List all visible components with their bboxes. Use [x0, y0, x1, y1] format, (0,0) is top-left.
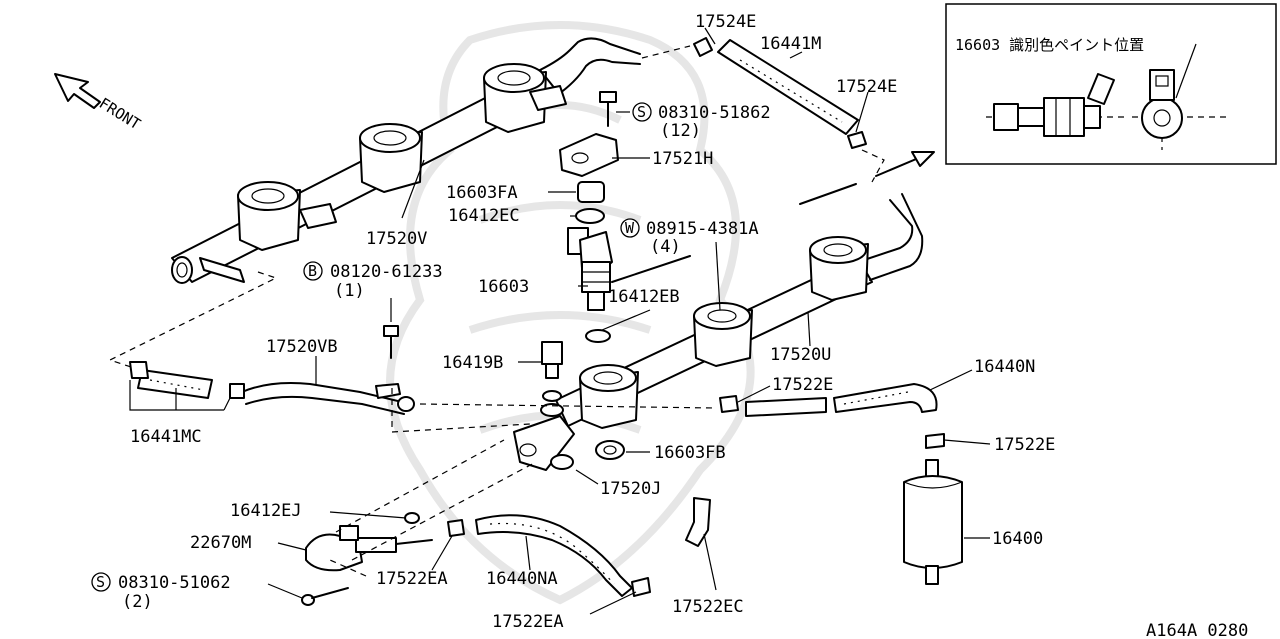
- label-16603fb: 16603FB: [654, 443, 726, 463]
- drawing-code: A164A 0280: [1146, 621, 1248, 639]
- label-17524e-right: 17524E: [836, 77, 897, 97]
- label-16419b: 16419B: [442, 353, 503, 373]
- label-17522ec: 17522EC: [672, 597, 744, 617]
- lower-rail-boss-2: [693, 302, 753, 367]
- label-16412ec: 16412EC: [448, 206, 520, 226]
- bolt-symbol-icon: [303, 261, 323, 281]
- front-arrow-icon: [54, 73, 101, 109]
- label-08915-4381a-qty: (4): [650, 237, 681, 257]
- label-16412ej: 16412EJ: [230, 501, 302, 521]
- label-17522e-lower: 17522E: [994, 435, 1055, 455]
- o-ring-16412eb: [585, 329, 611, 343]
- insulator-16603fa: [577, 181, 605, 203]
- injector-holder-17521h: [559, 133, 619, 177]
- injector-end-view-icon: [1132, 69, 1230, 150]
- label-17522ea-left: 17522EA: [376, 569, 448, 589]
- injector-side-view-icon: [986, 73, 1124, 137]
- label-08310-51862: 08310-51862: [658, 103, 771, 123]
- label-16603: 16603: [478, 277, 529, 297]
- gasket-17520j: [550, 454, 574, 470]
- label-17522e-upper: 17522E: [772, 375, 833, 395]
- label-17524e-top: 17524E: [695, 12, 756, 32]
- bolt-16419b: [540, 341, 564, 417]
- label-08310-51062: 08310-51062: [118, 573, 231, 593]
- label-16603fa: 16603FA: [446, 183, 518, 203]
- washer-symbol-icon: [620, 218, 640, 238]
- label-08310-51062-qty: (2): [122, 592, 153, 612]
- label-17520vb: 17520VB: [266, 337, 338, 357]
- label-17520v: 17520V: [366, 229, 427, 249]
- upper-fuel-rail-17520v: [171, 37, 641, 284]
- front-label: FRONT: [96, 94, 144, 133]
- bolt-08310-51862: [599, 91, 617, 127]
- o-ring-16412ej: [404, 512, 420, 524]
- label-22670m: 22670M: [190, 533, 251, 553]
- label-08915-4381a: 08915-4381A: [646, 219, 759, 239]
- label-17520j: 17520J: [600, 479, 661, 499]
- hose-clamp-17522e: [925, 433, 945, 449]
- inset-caption: 16603 識別色ペイント位置: [955, 36, 1144, 54]
- o-ring-16412ec: [575, 208, 605, 224]
- fuel-hose-16440n: [719, 383, 938, 417]
- part-labels: 17524E 16441M 17524E S 08310-51862 (12) …: [91, 12, 1248, 639]
- washer-symbol-letter: W: [625, 219, 635, 237]
- screw-symbol-icon-2: [91, 572, 111, 592]
- hose-clamp-17522ec: [685, 497, 711, 547]
- injector-color-paint-inset: 16603 識別色ペイント位置: [945, 3, 1277, 165]
- bolt-symbol-letter: B: [308, 262, 317, 280]
- screw-symbol-letter-2: S: [96, 573, 105, 591]
- rail-injector-boss-2: [359, 123, 423, 193]
- label-16440na: 16440NA: [486, 569, 558, 589]
- screw-symbol-icon: [632, 102, 652, 122]
- label-16441m: 16441M: [760, 34, 821, 54]
- bolt-08120-61233: [383, 325, 399, 359]
- label-08120-61233: 08120-61233: [330, 262, 443, 282]
- label-08120-61233-qty: (1): [334, 281, 365, 301]
- screw-symbol-letter: S: [637, 103, 646, 121]
- label-17520u: 17520U: [770, 345, 831, 365]
- rail-injector-boss-1: [237, 181, 301, 251]
- label-16400: 16400: [992, 529, 1043, 549]
- leader-lines: [129, 27, 991, 615]
- label-17522ea-bottom: 17522EA: [492, 612, 564, 632]
- pressure-regulator-22670m: [305, 525, 433, 572]
- fuel-injector-16603: [567, 227, 613, 311]
- label-16412eb: 16412EB: [608, 287, 680, 307]
- front-direction-indicator: FRONT: [54, 73, 144, 133]
- label-16440n: 16440N: [974, 357, 1035, 377]
- bolt-08310-51062: [301, 587, 349, 606]
- lower-rail-boss-1: [809, 236, 869, 301]
- fuel-hose-16441m: [717, 39, 859, 135]
- label-08310-51862-qty: (12): [660, 121, 701, 141]
- fuel-hose-16440na: [447, 514, 651, 597]
- lower-rail-boss-3: [579, 364, 639, 429]
- fuel-hose-16441mc: [129, 361, 245, 399]
- fuel-filter-16400: [903, 459, 963, 585]
- fuel-pipe-17520vb: [241, 382, 415, 415]
- rail-injector-boss-3: [483, 63, 547, 133]
- label-17521h: 17521H: [652, 149, 713, 169]
- insulator-16603fb: [595, 440, 625, 460]
- lower-fuel-rail-17520u: [513, 193, 924, 471]
- label-16441mc: 16441MC: [130, 427, 202, 447]
